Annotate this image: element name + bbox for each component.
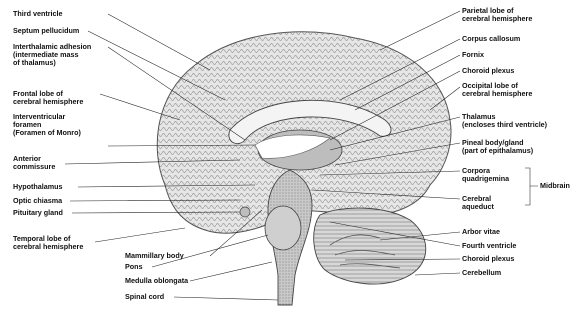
label-pons: Pons (125, 263, 143, 271)
label-thalamus: Thalamus(encloses third ventricle) (462, 113, 547, 129)
label-spinal-cord: Spinal cord (125, 293, 164, 301)
label-medulla-oblongata: Medulla oblongata (125, 277, 188, 285)
label-optic-chiasma: Optic chiasma (13, 197, 62, 205)
label-choroid-plexus-lower: Choroid plexus (462, 255, 514, 263)
label-interthalamic-adhesion: Interthalamic adhesion(intermediate mass… (13, 43, 91, 67)
pituitary-shape (240, 207, 250, 217)
label-hypothalamus: Hypothalamus (13, 183, 63, 191)
label-cerebellum: Cerebellum (462, 269, 501, 277)
cerebellum-shape (314, 208, 426, 284)
label-third-ventricle: Third ventricle (13, 10, 63, 18)
label-fourth-ventricle: Fourth ventricle (462, 242, 516, 250)
label-pituitary-gland: Pituitary gland (13, 209, 63, 217)
label-fornix: Fornix (462, 51, 484, 59)
label-pineal-body: Pineal body/gland(part of epithalamus) (462, 139, 533, 155)
label-septum-pellucidum: Septum pellucidum (13, 27, 79, 35)
label-mammillary-body: Mammillary body (125, 252, 184, 260)
label-choroid-plexus-upper: Choroid plexus (462, 67, 514, 75)
label-arbor-vitae: Arbor vitae (462, 228, 500, 236)
label-midbrain: Midbrain (540, 182, 570, 190)
label-corpus-callosum: Corpus callosum (462, 35, 520, 43)
pons-shape (265, 206, 301, 250)
